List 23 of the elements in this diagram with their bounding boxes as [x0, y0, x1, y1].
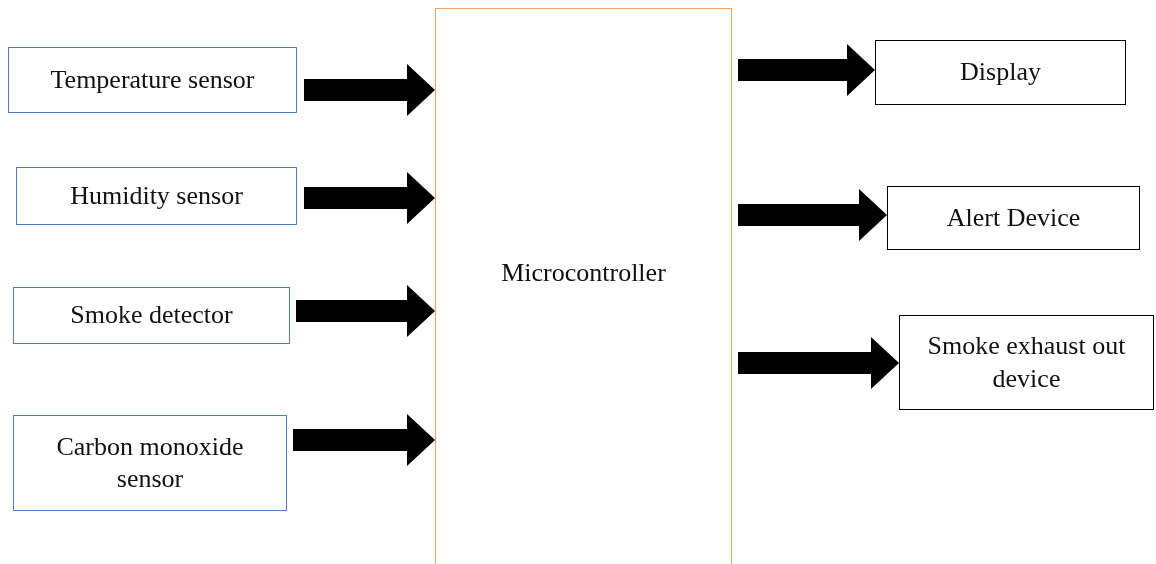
block-arrow: [738, 337, 899, 389]
block-label: Humidity sensor: [70, 179, 243, 212]
block-box: [16, 167, 297, 225]
block-box: [887, 186, 1140, 250]
block-arrow: [304, 172, 435, 224]
block-box: [899, 315, 1154, 410]
block-label: Temperature sensor: [50, 63, 255, 96]
block-label: Display: [960, 56, 1041, 89]
microcontroller-block: [435, 8, 732, 564]
block-label: Microcontroller: [501, 256, 666, 289]
block-arrow: [296, 285, 435, 337]
block-box: [13, 415, 287, 511]
block-arrow: [304, 64, 435, 116]
block-label: Smoke detector: [70, 299, 233, 332]
block-label: Carbon monoxide sensor: [55, 430, 245, 495]
block-arrow: [293, 414, 435, 466]
block-label: Smoke exhaust out device: [926, 330, 1127, 395]
block-arrow: [738, 189, 887, 241]
block-box: [13, 287, 290, 344]
block-label: Alert Device: [946, 201, 1081, 234]
block-box: [8, 47, 297, 113]
block-arrow: [738, 44, 875, 96]
block-box: [875, 40, 1126, 105]
